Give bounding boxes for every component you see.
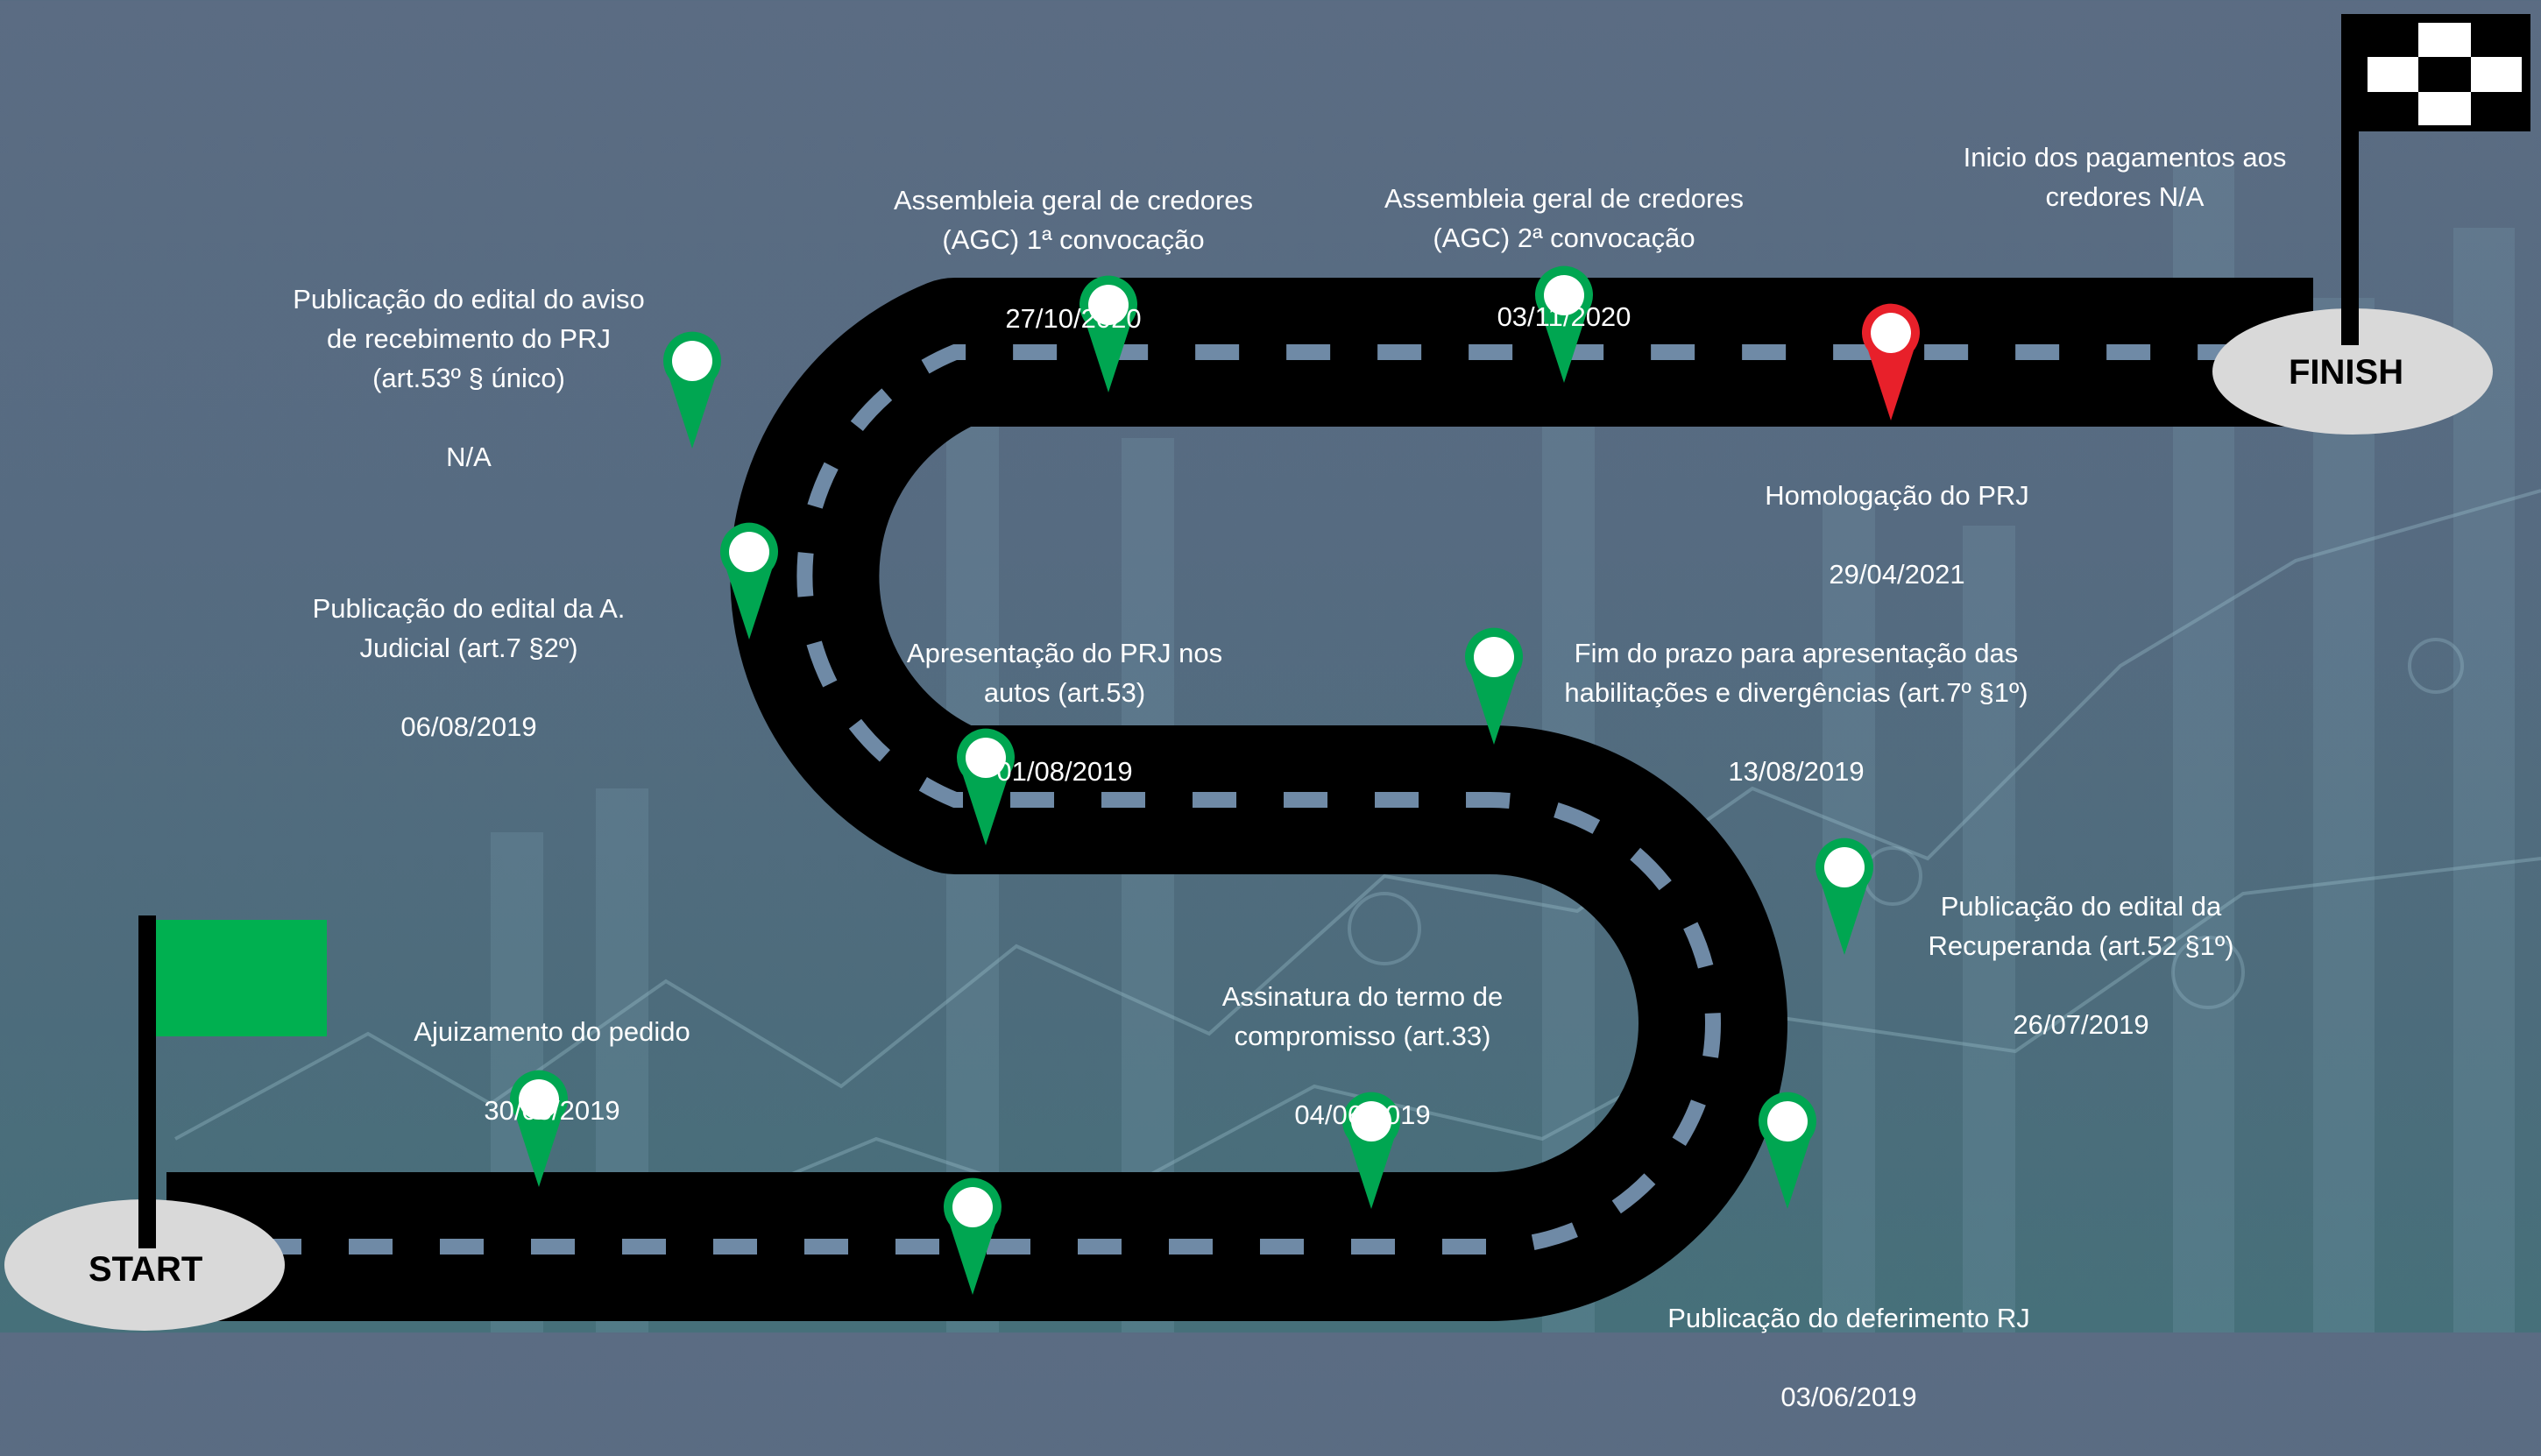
map-pin-icon <box>663 331 722 449</box>
map-pin-icon <box>1862 303 1920 421</box>
finish-flag-pole <box>2341 14 2359 345</box>
milestone-label-4: Fim do prazo para apresentação das habil… <box>1516 594 2077 830</box>
milestone-title: Fim do prazo para apresentação das habil… <box>1564 638 2028 708</box>
milestone-label-2: Assinatura do termo de compromisso (art.… <box>1174 937 1551 1174</box>
map-pin-icon <box>720 522 778 640</box>
finish-marker <box>2212 14 2530 435</box>
milestone-date: 03/11/2020 <box>1497 301 1631 332</box>
milestone-date: 03/06/2019 <box>1780 1382 1917 1412</box>
milestone-date: 27/10/2020 <box>1005 303 1142 334</box>
milestone-title: Homologação do PRJ <box>1765 480 2029 511</box>
map-pin-icon <box>944 1177 1002 1295</box>
milestone-label-10: Homologação do PRJ 29/04/2021 <box>1726 436 2068 633</box>
map-pin-icon <box>1079 275 1137 392</box>
map-pin-icon <box>510 1070 568 1187</box>
road <box>166 278 2313 1321</box>
checkered-flag-icon <box>2359 14 2530 131</box>
roadmap-canvas <box>4 14 2541 1332</box>
start-marker <box>4 915 327 1331</box>
start-flag-pole <box>138 915 156 1248</box>
milestone-title: Apresentação do PRJ nos autos (art.53) <box>906 638 1223 708</box>
map-pin-icon <box>1342 1092 1401 1209</box>
green-flag-icon <box>156 920 327 1036</box>
milestone-title: Assembleia geral de credores (AGC) 1ª co… <box>893 185 1254 255</box>
milestone-date: 30/05/2019 <box>484 1095 620 1126</box>
milestone-title: Assinatura do termo de compromisso (art.… <box>1221 981 1504 1051</box>
milestone-label-8: Assembleia geral de credores (AGC) 1ª co… <box>867 141 1279 378</box>
milestone-title: Ajuizamento do pedido <box>414 1016 690 1047</box>
milestone-label-7: Publicação do edital do aviso de recebim… <box>280 240 657 516</box>
milestone-title: Inicio dos pagamentos aos credores N/A <box>1963 142 2287 212</box>
milestone-label-0: Ajuizamento do pedido 30/05/2019 <box>377 972 727 1170</box>
map-pin-icon <box>1535 265 1593 383</box>
map-pin-icon <box>1759 1092 1816 1209</box>
map-pin-icon <box>1465 627 1523 745</box>
milestone-label-6: Publicação do edital da A. Judicial (art… <box>280 549 657 786</box>
milestone-title: Publicação do edital da Recuperanda (art… <box>1928 891 2234 961</box>
milestone-date: 26/07/2019 <box>2013 1009 2149 1040</box>
milestone-label-5: Apresentação do PRJ nos autos (art.53) 0… <box>876 594 1253 830</box>
milestone-pins <box>510 265 1920 1295</box>
milestone-title: Publicação do edital do aviso de recebim… <box>293 284 645 393</box>
milestone-date: N/A <box>446 442 492 472</box>
milestone-date: 29/04/2021 <box>1829 559 1965 590</box>
map-pin-icon <box>1816 838 1873 955</box>
start-label: START <box>88 1250 203 1289</box>
milestone-date: 04/06/2019 <box>1294 1099 1431 1130</box>
milestone-label-9: Assembleia geral de credores (AGC) 2ª co… <box>1358 139 1770 376</box>
milestone-date: 13/08/2019 <box>1728 756 1865 787</box>
milestone-label-1: Publicação do deferimento RJ 03/06/2019 <box>1621 1259 2077 1456</box>
milestone-title: Publicação do edital da A. Judicial (art… <box>312 593 626 663</box>
milestone-title: Assembleia geral de credores (AGC) 2ª co… <box>1384 183 1745 253</box>
road-centerline <box>166 344 2313 1255</box>
milestone-label-11: Inicio dos pagamentos aos credores N/A <box>1928 98 2322 295</box>
milestone-label-3: Publicação do edital da Recuperanda (art… <box>1893 847 2269 1084</box>
finish-label: FINISH <box>2289 353 2404 392</box>
milestone-title: Publicação do deferimento RJ <box>1667 1303 2030 1333</box>
milestone-date: 01/08/2019 <box>996 756 1133 787</box>
map-pin-icon <box>957 728 1016 845</box>
milestone-date: 06/08/2019 <box>400 711 537 742</box>
